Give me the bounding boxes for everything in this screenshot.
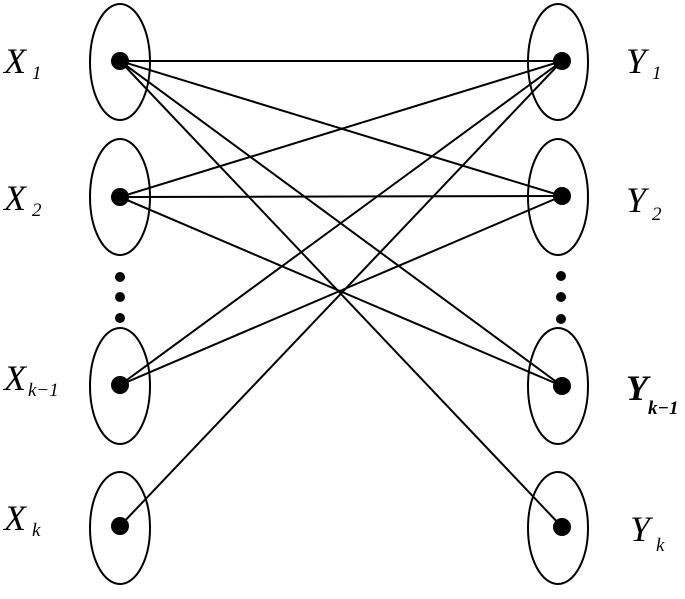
edge-xk1-y2 <box>119 195 563 386</box>
node-x2 <box>111 188 129 206</box>
left-set-x2 <box>89 138 151 256</box>
node-yk <box>553 518 571 536</box>
edges-group <box>119 60 563 528</box>
left-set-xk1 <box>89 327 151 445</box>
left-set-xk <box>89 471 151 585</box>
left-ellipsis-dots <box>115 272 125 323</box>
node-x1 <box>111 52 129 70</box>
node-y2 <box>553 187 571 205</box>
right-set-yk <box>527 471 589 585</box>
right-set-y2 <box>527 138 589 256</box>
node-yk1 <box>553 377 571 395</box>
label-yk1: Yk−1 <box>626 368 679 419</box>
edge-x2-y2 <box>119 195 563 198</box>
edge-xk1-y1 <box>119 60 563 386</box>
right-set-y1 <box>527 3 589 121</box>
edge-xk-y1 <box>119 60 563 527</box>
right-set-yk1 <box>527 327 589 445</box>
edge-x2-y1 <box>119 60 563 198</box>
node-xk1 <box>111 376 129 394</box>
right-ellipsis-dots <box>556 271 566 324</box>
node-y1 <box>553 52 571 70</box>
node-xk <box>111 517 129 535</box>
left-set-x1 <box>89 3 151 121</box>
